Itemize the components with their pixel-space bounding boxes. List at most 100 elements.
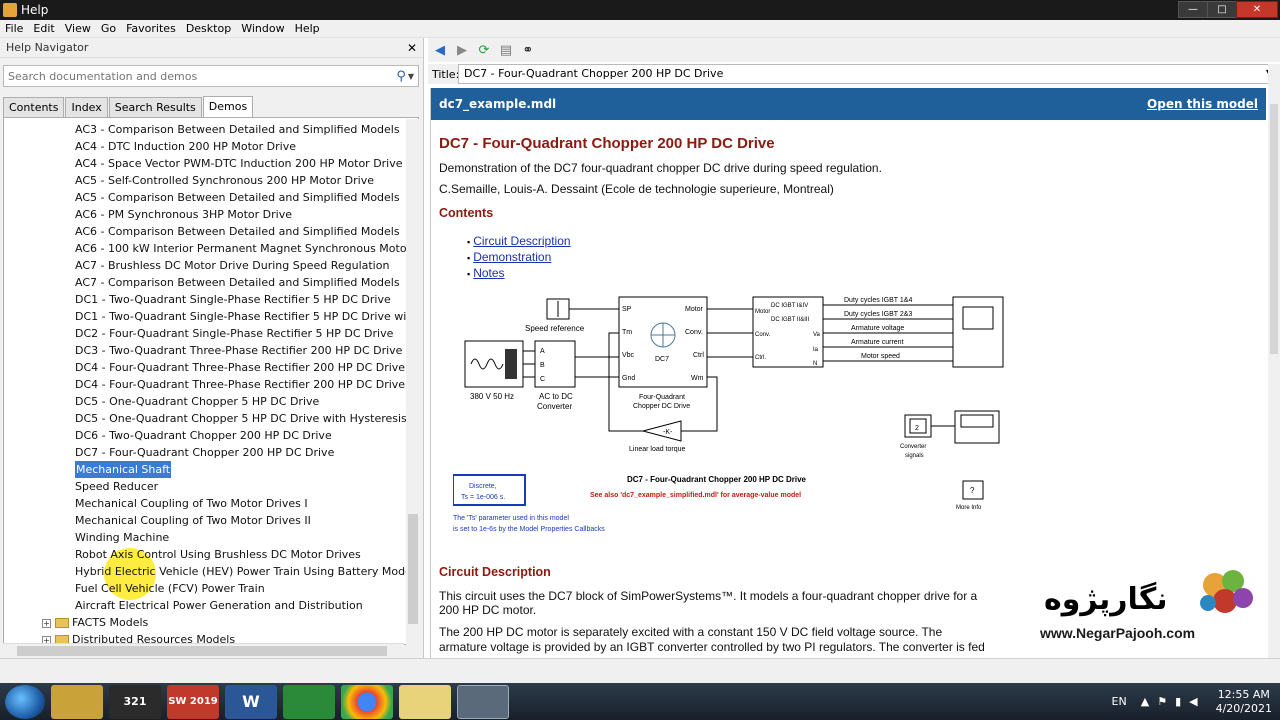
dc7-port-motor: Motor	[685, 306, 704, 313]
window-controls: — □ ✕	[1178, 1, 1278, 18]
open-model-link[interactable]: Open this model	[1147, 97, 1258, 111]
tree-item[interactable]: DC1 - Two-Quadrant Single-Phase Rectifie…	[75, 293, 391, 306]
chevron-down-icon[interactable]: ▼	[407, 71, 414, 81]
doc-content: dc7_example.mdl Open this model DC7 - Fo…	[430, 88, 1266, 658]
viewer-vertical-scrollbar[interactable]	[1268, 64, 1280, 658]
diagram-caption: DC7 - Four-Quadrant Chopper 200 HP DC Dr…	[627, 475, 807, 484]
tree-item[interactable]: AC4 - DTC Induction 200 HP Motor Drive	[75, 140, 296, 153]
rectifier-block[interactable]	[534, 340, 576, 388]
find-binoculars-icon[interactable]: ⚭	[522, 42, 534, 58]
menu-favorites[interactable]: Favorites	[126, 22, 176, 35]
word-icon[interactable]: W	[225, 684, 277, 719]
link-demonstration[interactable]: Demonstration	[473, 250, 552, 264]
matlab-icon[interactable]	[457, 684, 509, 719]
tree-item[interactable]: DC4 - Four-Quadrant Three-Phase Rectifie…	[75, 378, 419, 391]
tree-item[interactable]: DC5 - One-Quadrant Chopper 5 HP DC Drive	[75, 395, 320, 408]
close-icon[interactable]: ✕	[406, 40, 417, 55]
tree-item[interactable]: AC7 - Brushless DC Motor Drive During Sp…	[75, 259, 390, 272]
title-combobox[interactable]: DC7 - Four-Quadrant Chopper 200 HP DC Dr…	[458, 64, 1276, 84]
tab-search-results[interactable]: Search Results	[108, 97, 202, 117]
menu-view[interactable]: View	[64, 22, 91, 35]
tree-vertical-scrollbar[interactable]	[406, 119, 420, 645]
tree-item[interactable]: AC6 - Comparison Between Detailed and Si…	[75, 225, 400, 238]
tree-item[interactable]: AC3 - Comparison Between Detailed and Si…	[75, 123, 400, 136]
solidworks-icon[interactable]: SW 2019	[167, 684, 219, 719]
clock[interactable]: 12:55 AM 4/20/2021	[1216, 688, 1272, 716]
app-321-icon[interactable]: 321	[109, 684, 161, 719]
link-circuit-description[interactable]: Circuit Description	[473, 234, 571, 248]
tree-item[interactable]: AC7 - Comparison Between Detailed and Si…	[75, 276, 400, 289]
tree-item[interactable]: Winding Machine	[75, 531, 170, 544]
tree-item[interactable]: Robot Axis Control Using Brushless DC Mo…	[75, 548, 361, 561]
source-label: 380 V 50 Hz	[470, 392, 514, 401]
scrollbar-thumb[interactable]	[17, 646, 387, 656]
menu-desktop[interactable]: Desktop	[185, 22, 232, 35]
tree-item[interactable]: DC5 - One-Quadrant Chopper 5 HP DC Drive…	[75, 412, 419, 425]
folder-icon[interactable]	[399, 684, 451, 719]
gain-block[interactable]	[641, 420, 682, 442]
demux-block[interactable]	[752, 296, 824, 368]
search-icon[interactable]: ⚲	[396, 68, 406, 84]
language-indicator[interactable]: EN	[1111, 695, 1127, 708]
search-box: ⚲ ▼	[3, 65, 419, 87]
forward-arrow-icon[interactable]: ▶	[457, 42, 467, 58]
minimize-button[interactable]: —	[1178, 1, 1208, 18]
menu-edit[interactable]: Edit	[33, 22, 55, 35]
tree-item[interactable]: DC1 - Two-Quadrant Single-Phase Rectifie…	[75, 310, 419, 323]
discrete-block[interactable]	[453, 474, 526, 506]
tree-horizontal-scrollbar[interactable]	[3, 643, 404, 657]
search-input[interactable]	[8, 69, 397, 83]
refresh-icon[interactable]: ⟳	[478, 42, 490, 58]
tree-item[interactable]: DC4 - Four-Quadrant Three-Phase Rectifie…	[75, 361, 406, 374]
more-info-q: ?	[970, 486, 975, 495]
tree-item[interactable]: AC4 - Space Vector PWM-DTC Induction 200…	[75, 157, 403, 170]
tree-folder[interactable]: +FACTS Models	[42, 614, 148, 631]
menu-go[interactable]: Go	[100, 22, 117, 35]
tree-item[interactable]: Mechanical Coupling of Two Motor Drives …	[75, 497, 308, 510]
tree-folder[interactable]: +Distributed Resources Models	[42, 631, 235, 644]
flag-icon[interactable]: ⚑	[1157, 695, 1168, 708]
back-arrow-icon[interactable]: ◀	[435, 42, 445, 58]
scrollbar-thumb[interactable]	[408, 514, 418, 624]
tray-arrow-icon[interactable]: ▲	[1140, 695, 1150, 708]
tree-item[interactable]: AC6 - PM Synchronous 3HP Motor Drive	[75, 208, 292, 221]
menu-help[interactable]: Help	[294, 22, 320, 35]
gain-label: -K-	[663, 429, 673, 436]
menu-file[interactable]: File	[5, 22, 24, 35]
tree-item[interactable]: AC5 - Self-Controlled Synchronous 200 HP…	[75, 174, 374, 187]
tree-item[interactable]: Speed Reducer	[75, 480, 159, 493]
tree-item[interactable]: AC6 - 100 kW Interior Permanent Magnet S…	[75, 242, 419, 255]
tree-item-selected[interactable]: Mechanical Shaft	[75, 461, 172, 478]
tree-item[interactable]: Mechanical Coupling of Two Motor Drives …	[75, 514, 311, 527]
close-button[interactable]: ✕	[1236, 1, 1278, 18]
tree-item[interactable]: DC3 - Two-Quadrant Three-Phase Rectifier…	[75, 344, 403, 357]
tab-demos[interactable]: Demos	[202, 96, 254, 117]
file-explorer-icon[interactable]	[51, 684, 103, 719]
chrome-icon[interactable]	[341, 684, 393, 719]
tree-item[interactable]: Hybrid Electric Vehicle (HEV) Power Trai…	[75, 565, 415, 578]
expand-icon[interactable]: +	[42, 618, 51, 628]
more-info-block[interactable]	[962, 480, 984, 500]
tab-contents[interactable]: Contents	[3, 97, 65, 117]
ac-source-block[interactable]	[464, 340, 524, 388]
tree-item[interactable]: Aircraft Electrical Power Generation and…	[75, 599, 363, 612]
volume-icon[interactable]: ◀	[1189, 695, 1198, 708]
maximize-button[interactable]: □	[1207, 1, 1237, 18]
dc7-name: DC7	[655, 356, 669, 363]
print-icon[interactable]: ▤	[499, 42, 513, 58]
scrollbar-thumb[interactable]	[1270, 104, 1278, 354]
tab-index[interactable]: Index	[65, 97, 108, 117]
tree-item[interactable]: Fuel Cell Vehicle (FCV) Power Train	[75, 582, 265, 595]
tree-item[interactable]: DC6 - Two-Quadrant Chopper 200 HP DC Dri…	[75, 429, 332, 442]
demux-out-va: Va	[813, 332, 821, 338]
internet-explorer-icon[interactable]	[283, 684, 335, 719]
tree-item[interactable]: AC5 - Comparison Between Detailed and Si…	[75, 191, 400, 204]
start-button[interactable]	[5, 684, 45, 719]
menu-window[interactable]: Window	[241, 22, 285, 35]
network-icon[interactable]: ▮	[1175, 695, 1182, 708]
title-value: DC7 - Four-Quadrant Chopper 200 HP DC Dr…	[464, 67, 724, 80]
tree-item[interactable]: DC2 - Four-Quadrant Single-Phase Rectifi…	[75, 327, 394, 340]
contents-heading: Contents	[439, 206, 494, 220]
link-notes[interactable]: Notes	[473, 266, 505, 280]
tree-item[interactable]: DC7 - Four-Quadrant Chopper 200 HP DC Dr…	[75, 446, 335, 459]
